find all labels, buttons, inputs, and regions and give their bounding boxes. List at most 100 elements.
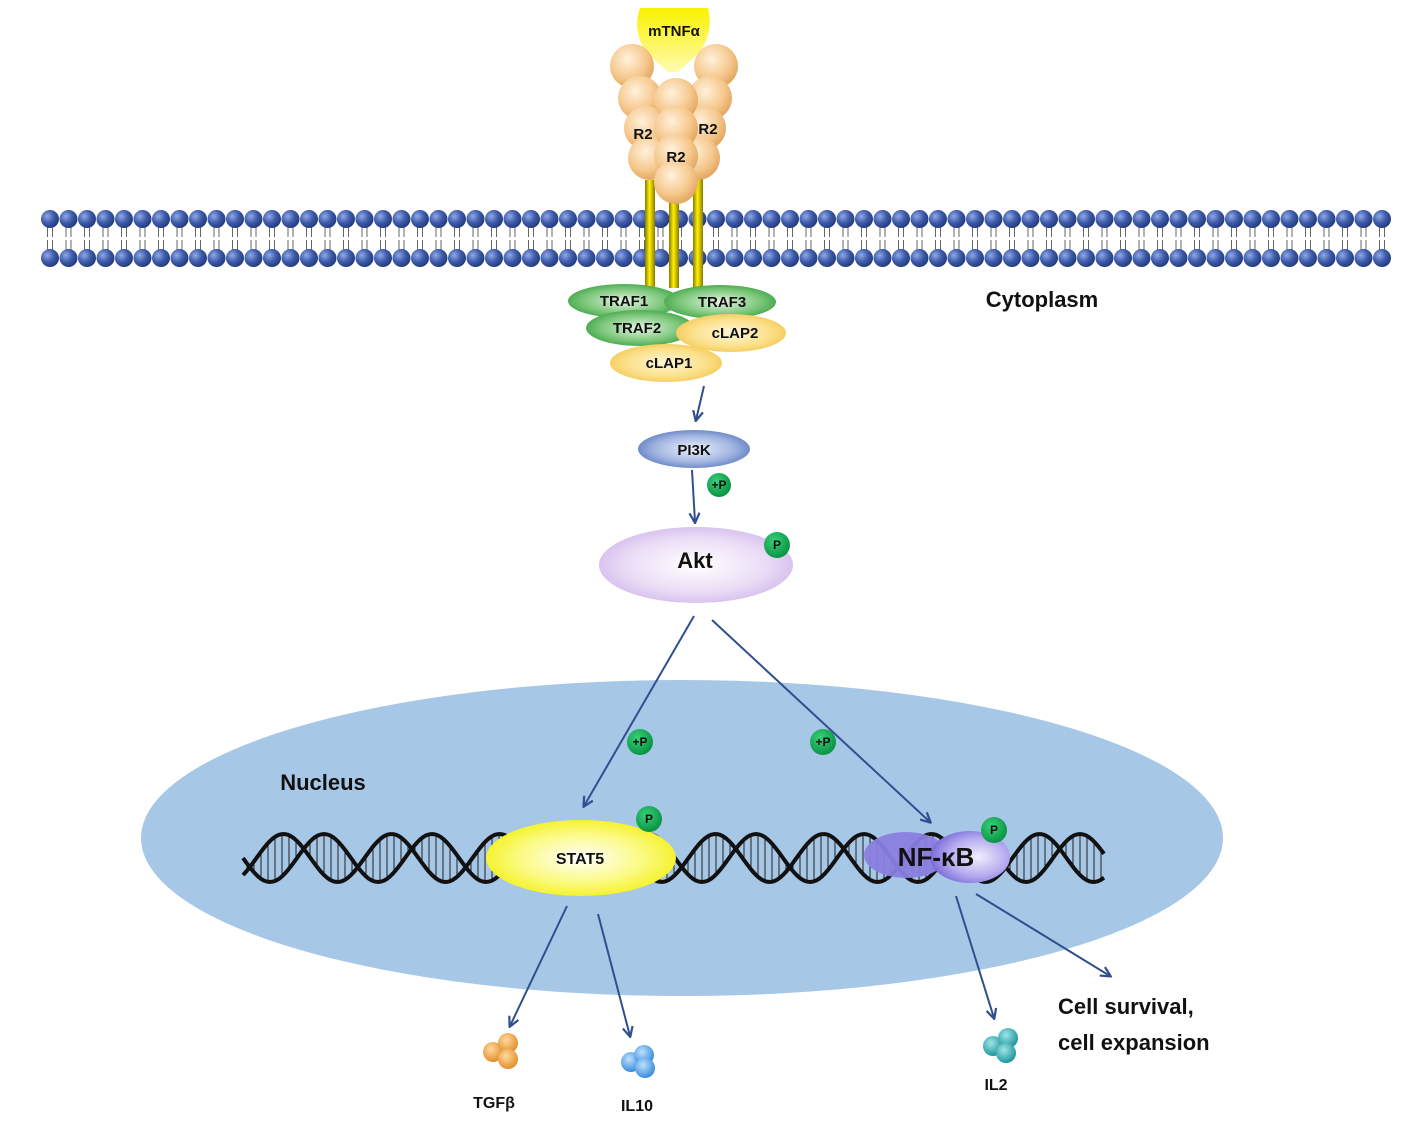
stat5 bbox=[486, 820, 676, 896]
tgfb-label: TGFβ bbox=[473, 1095, 515, 1112]
il2-molecule bbox=[983, 1028, 1018, 1063]
traf1-label: TRAF1 bbox=[600, 293, 648, 310]
lipid-head bbox=[1188, 210, 1206, 228]
lipid-head bbox=[170, 210, 189, 228]
akt-label: Akt bbox=[677, 548, 713, 573]
lipid-head bbox=[1280, 210, 1299, 228]
tgfb-molecule bbox=[483, 1033, 518, 1069]
lipid-head bbox=[59, 210, 78, 228]
stat5-phosphate bbox=[636, 806, 662, 832]
lipid-head bbox=[855, 210, 873, 228]
traf1 bbox=[568, 284, 680, 318]
outcome-line2: cell expansion bbox=[1058, 1030, 1210, 1055]
lipid-head bbox=[781, 249, 799, 267]
lipid-head bbox=[1317, 210, 1336, 228]
lipid-head bbox=[799, 210, 818, 228]
phospho-add-1-label: +P bbox=[711, 478, 726, 492]
lipid-head bbox=[1225, 210, 1243, 228]
pi3k bbox=[638, 430, 750, 468]
lipid-head bbox=[78, 249, 96, 267]
lipid-head bbox=[1262, 210, 1280, 228]
lipid-head bbox=[300, 210, 318, 228]
lipid-head bbox=[818, 249, 836, 267]
nfkb-subunit-right bbox=[930, 831, 1010, 883]
lipid-head bbox=[892, 249, 910, 267]
lipid-head bbox=[707, 249, 725, 267]
lipid-head bbox=[189, 249, 207, 267]
lipid-head bbox=[1114, 210, 1132, 228]
lipid-head bbox=[411, 249, 429, 267]
lipid-head bbox=[577, 210, 596, 228]
lipid-head bbox=[1003, 210, 1021, 228]
lipid-head bbox=[411, 210, 429, 228]
lipid-head bbox=[910, 210, 929, 228]
lipid-head bbox=[1206, 249, 1225, 267]
lipid-head bbox=[281, 249, 300, 267]
lipid-head bbox=[836, 210, 855, 228]
lipid-head bbox=[96, 249, 115, 267]
arrow-stat5-to-tgfb bbox=[510, 905, 568, 1026]
lipid-head bbox=[892, 210, 910, 228]
lipid-head bbox=[1132, 210, 1151, 228]
nfkb-phosphate bbox=[981, 817, 1007, 843]
lipid-head bbox=[781, 210, 799, 228]
clap1-label: cLAP1 bbox=[646, 355, 693, 372]
lipid-head bbox=[466, 210, 485, 228]
lipid-head bbox=[448, 210, 466, 228]
lipid-head bbox=[355, 249, 374, 267]
lipid-head bbox=[651, 249, 670, 267]
nucleus bbox=[141, 680, 1223, 996]
lipid-head bbox=[596, 210, 614, 228]
lipid-head bbox=[78, 210, 96, 228]
arrow-akt-to-stat5 bbox=[584, 615, 695, 806]
lipid-head bbox=[1077, 210, 1095, 228]
lipid-head bbox=[651, 210, 670, 228]
lipid-head bbox=[929, 249, 947, 267]
lipid-head bbox=[1299, 210, 1317, 228]
lipid-head bbox=[1040, 249, 1058, 267]
lipid-head bbox=[133, 249, 152, 267]
lipid-head bbox=[503, 210, 522, 228]
lipid-head bbox=[1280, 249, 1299, 267]
lipid-head bbox=[744, 249, 762, 267]
lipid-head bbox=[984, 210, 1003, 228]
lipid-head bbox=[1151, 210, 1169, 228]
phospho-add-2-label: +P bbox=[632, 735, 647, 749]
arrow-nfkb-to-il2 bbox=[955, 895, 994, 1018]
lipid-head bbox=[41, 249, 59, 267]
lipid-head bbox=[614, 249, 633, 267]
lipid-head bbox=[1336, 210, 1354, 228]
lipid-head bbox=[1058, 249, 1077, 267]
outcome-line1: Cell survival, bbox=[1058, 994, 1194, 1019]
receptor-left-label: R2 bbox=[633, 126, 652, 143]
lipid-head bbox=[577, 249, 596, 267]
arrow-complex-to-pi3k bbox=[696, 385, 705, 420]
lipid-head bbox=[966, 249, 984, 267]
lipid-head bbox=[429, 210, 448, 228]
arrow-pi3k-to-akt bbox=[692, 469, 695, 522]
nfkb-subunit-left bbox=[864, 832, 948, 878]
arrow-nfkb-to-survival bbox=[975, 893, 1110, 976]
lipid-head bbox=[281, 210, 300, 228]
lipid-head bbox=[1299, 249, 1317, 267]
lipid-head bbox=[725, 210, 744, 228]
lipid-head bbox=[762, 210, 781, 228]
lipid-head bbox=[115, 249, 133, 267]
lipid-head bbox=[152, 249, 170, 267]
lipid-head bbox=[947, 210, 966, 228]
lipid-head bbox=[966, 210, 984, 228]
lipid-head bbox=[836, 249, 855, 267]
lipid-head bbox=[1188, 249, 1206, 267]
lipid-head bbox=[929, 210, 947, 228]
il10-label: IL10 bbox=[621, 1098, 653, 1115]
traf2-label: TRAF2 bbox=[613, 320, 661, 337]
lipid-head bbox=[226, 249, 244, 267]
lipid-head bbox=[984, 249, 1003, 267]
lipid-head bbox=[614, 210, 633, 228]
lipid-head bbox=[522, 210, 540, 228]
lipid-head bbox=[1095, 210, 1114, 228]
lipid-head bbox=[448, 249, 466, 267]
lipid-head bbox=[1003, 249, 1021, 267]
lipid-head bbox=[707, 210, 725, 228]
